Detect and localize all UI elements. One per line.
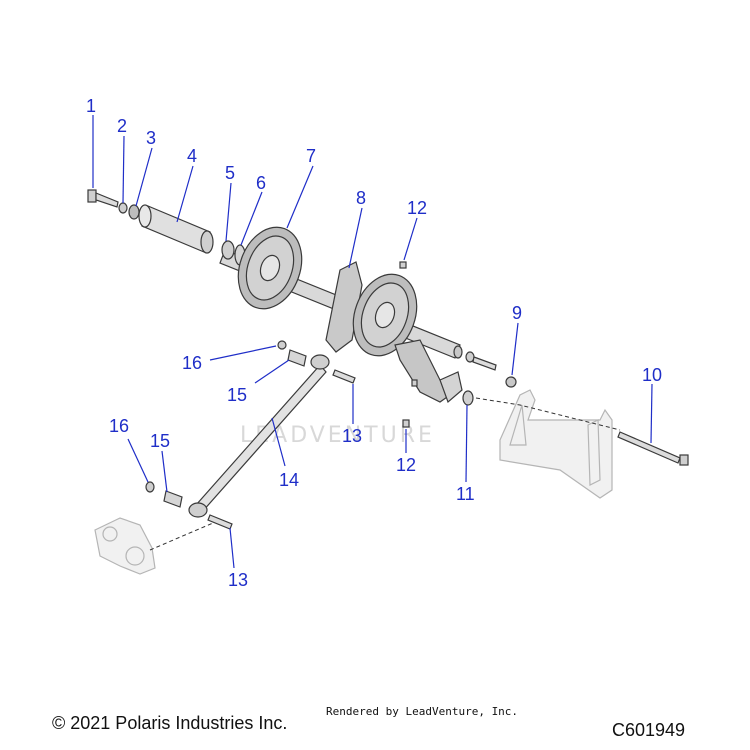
callout-7: 7 <box>306 146 316 166</box>
callout-labels: 1 2 3 4 5 6 7 8 9 10 11 12 12 13 13 14 1… <box>86 96 662 590</box>
part-2-washer <box>118 202 128 214</box>
callout-6: 6 <box>256 173 266 193</box>
callout-8: 8 <box>356 188 366 208</box>
rendered-by-text: Rendered by LeadVenture, Inc. <box>326 705 519 718</box>
alignment-line-left <box>149 519 221 551</box>
callout-12-top: 12 <box>407 198 427 218</box>
part-1-bolt <box>87 189 119 208</box>
shaft-end-bolt <box>472 356 497 371</box>
part-8-bracket <box>325 261 363 353</box>
part-12-fitting-bottom <box>402 419 410 428</box>
callout-9: 9 <box>512 303 522 323</box>
mount-bracket-ghost <box>94 517 156 575</box>
copyright-text: © 2021 Polaris Industries Inc. <box>52 713 288 733</box>
part-16-cap-lower <box>145 481 155 493</box>
part-14-link-rod <box>188 354 330 518</box>
callout-1: 1 <box>86 96 96 116</box>
callout-14: 14 <box>279 470 299 490</box>
part-5-bearing <box>221 240 235 260</box>
callout-5: 5 <box>225 163 235 183</box>
part-7-wheel-left <box>237 226 303 310</box>
callout-12-bottom: 12 <box>396 455 416 475</box>
callout-16-lower: 16 <box>109 416 129 436</box>
callout-13-lower: 13 <box>228 570 248 590</box>
part-13-bolt-upper <box>332 369 356 384</box>
shaft-end-washer <box>453 345 463 359</box>
callout-4: 4 <box>187 146 197 166</box>
part-16-cap-upper <box>277 340 287 350</box>
wheel-right <box>352 273 418 357</box>
part-10-long-bolt <box>617 431 689 466</box>
part-3-washer <box>128 204 140 220</box>
diagram-code: C601949 <box>612 720 686 740</box>
callout-3: 3 <box>146 128 156 148</box>
part-4-spacer-tube <box>138 204 214 254</box>
part-13-bolt-lower <box>207 514 233 530</box>
callout-10: 10 <box>642 365 662 385</box>
leader-lines <box>92 115 653 569</box>
callout-15-upper: 15 <box>227 385 247 405</box>
part-12-fitting-top <box>399 261 407 269</box>
callout-16-upper: 16 <box>182 353 202 373</box>
callout-2: 2 <box>117 116 127 136</box>
part-11-bushing <box>462 390 474 406</box>
part-9-nut <box>505 376 517 388</box>
swing-arm <box>394 339 463 404</box>
callout-13-upper: 13 <box>342 426 362 446</box>
callout-11: 11 <box>456 484 475 504</box>
part-15-bushing-upper <box>287 349 307 367</box>
frame-bracket-ghost <box>499 389 613 499</box>
callout-15-lower: 15 <box>150 431 170 451</box>
part-15-bushing-lower <box>163 490 183 508</box>
alignment-line-right <box>475 397 621 431</box>
part-12-fitting-mid <box>411 379 418 387</box>
